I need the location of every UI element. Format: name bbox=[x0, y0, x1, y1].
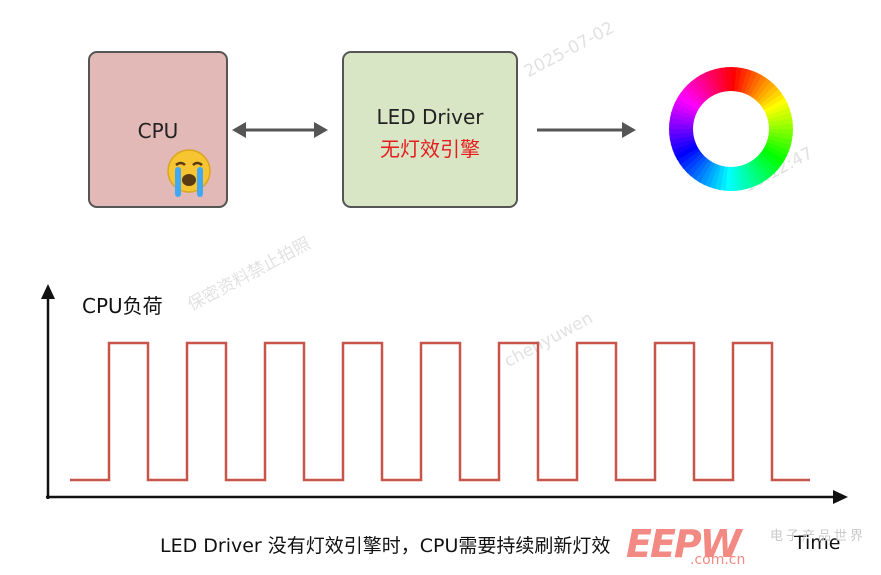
ring-segment bbox=[731, 67, 738, 92]
ring-segment bbox=[734, 67, 743, 92]
ring-segment bbox=[676, 147, 700, 165]
caption: LED Driver 没有灯效引擎时，CPU需要持续刷新灯效 bbox=[160, 535, 611, 557]
ring-segment bbox=[669, 122, 694, 129]
ring-segment bbox=[743, 70, 759, 95]
ring-segment bbox=[677, 92, 701, 110]
ring-segment bbox=[683, 84, 705, 105]
ring-segment bbox=[747, 72, 763, 97]
ring-segment bbox=[757, 85, 780, 106]
ring-segment bbox=[767, 135, 793, 147]
ring-segment bbox=[729, 166, 737, 191]
led-driver-sublabel: 无灯效引擎 bbox=[380, 137, 480, 161]
cpu-box: CPU bbox=[88, 51, 228, 208]
ring-segment bbox=[768, 123, 793, 131]
ring-segment bbox=[669, 111, 695, 123]
ring-segment bbox=[765, 102, 790, 117]
ring-segment bbox=[669, 127, 694, 135]
ring-segment bbox=[737, 67, 749, 93]
ring-segment bbox=[740, 69, 754, 94]
ring-segment bbox=[709, 68, 722, 94]
led-driver-label: LED Driver bbox=[376, 105, 484, 129]
ring-segment bbox=[757, 153, 779, 174]
ring-segment bbox=[686, 155, 707, 177]
ring-segment bbox=[708, 164, 722, 189]
ring-segment bbox=[759, 150, 782, 170]
ring-segment bbox=[694, 159, 712, 183]
chart-axes bbox=[41, 284, 848, 504]
ring-segment bbox=[687, 80, 708, 103]
ring-segment bbox=[691, 77, 710, 100]
ring-segment bbox=[695, 74, 713, 98]
ring-segment bbox=[768, 129, 793, 136]
ring-segment bbox=[670, 138, 696, 151]
cpu-load-series bbox=[70, 341, 810, 482]
led-driver-box: LED Driver 无灯效引擎 bbox=[342, 51, 518, 208]
ring-segment bbox=[703, 163, 719, 188]
ring-segment bbox=[674, 144, 699, 160]
crying-face-icon bbox=[167, 149, 211, 197]
ring-segment bbox=[680, 88, 703, 108]
ring-segment bbox=[749, 160, 767, 184]
eepw-logo-sub: .com.cn bbox=[690, 552, 746, 568]
y-axis-arrow bbox=[41, 284, 55, 299]
ring-segment bbox=[669, 117, 694, 126]
ring-segment bbox=[754, 155, 775, 178]
ring-segment bbox=[746, 161, 762, 186]
ring-segment bbox=[672, 101, 697, 117]
ring-segment bbox=[740, 164, 753, 190]
ring-segment bbox=[704, 70, 719, 95]
ring-segment bbox=[752, 78, 772, 101]
x-axis-arrow bbox=[833, 490, 848, 504]
ring-segment bbox=[679, 150, 702, 169]
ring-segment bbox=[766, 138, 791, 152]
ring-segment bbox=[752, 158, 771, 181]
color-ring-icon bbox=[669, 67, 793, 191]
ring-segment bbox=[725, 67, 733, 92]
y-axis-label: CPU负荷 bbox=[82, 294, 163, 318]
ring-segment bbox=[669, 134, 695, 146]
ring-segment bbox=[724, 166, 731, 191]
ring-segment bbox=[768, 132, 793, 141]
eepw-logo: EEPW bbox=[626, 522, 742, 566]
ring-segment bbox=[766, 107, 792, 120]
ring-segment bbox=[700, 72, 716, 97]
ring-segment bbox=[760, 89, 783, 108]
bidirectional-arrow bbox=[232, 122, 328, 138]
x-axis-label: Time bbox=[794, 532, 841, 554]
ring-segment bbox=[714, 67, 726, 93]
ring-segment bbox=[672, 141, 697, 156]
ring-segment bbox=[763, 145, 788, 161]
ring-segment bbox=[736, 165, 748, 191]
ring-segment bbox=[765, 141, 790, 157]
ring-segment bbox=[713, 165, 725, 191]
ring-segment bbox=[767, 112, 793, 124]
ring-segment bbox=[763, 98, 788, 114]
ring-segment bbox=[743, 163, 758, 188]
ring-segment bbox=[690, 157, 710, 180]
ring-segment bbox=[682, 152, 705, 173]
ring-segment bbox=[761, 148, 785, 166]
eepw-logo-right: 电子产品世界 bbox=[770, 529, 867, 544]
output-arrow bbox=[537, 122, 636, 138]
cpu-label: CPU bbox=[137, 119, 179, 143]
ring-segment bbox=[674, 97, 699, 113]
ring-segment bbox=[719, 166, 728, 191]
ring-segment bbox=[699, 161, 715, 186]
ring-segment bbox=[750, 75, 768, 99]
ring-segment bbox=[755, 81, 776, 103]
ring-segment bbox=[762, 93, 786, 111]
ring-segment bbox=[671, 106, 696, 120]
